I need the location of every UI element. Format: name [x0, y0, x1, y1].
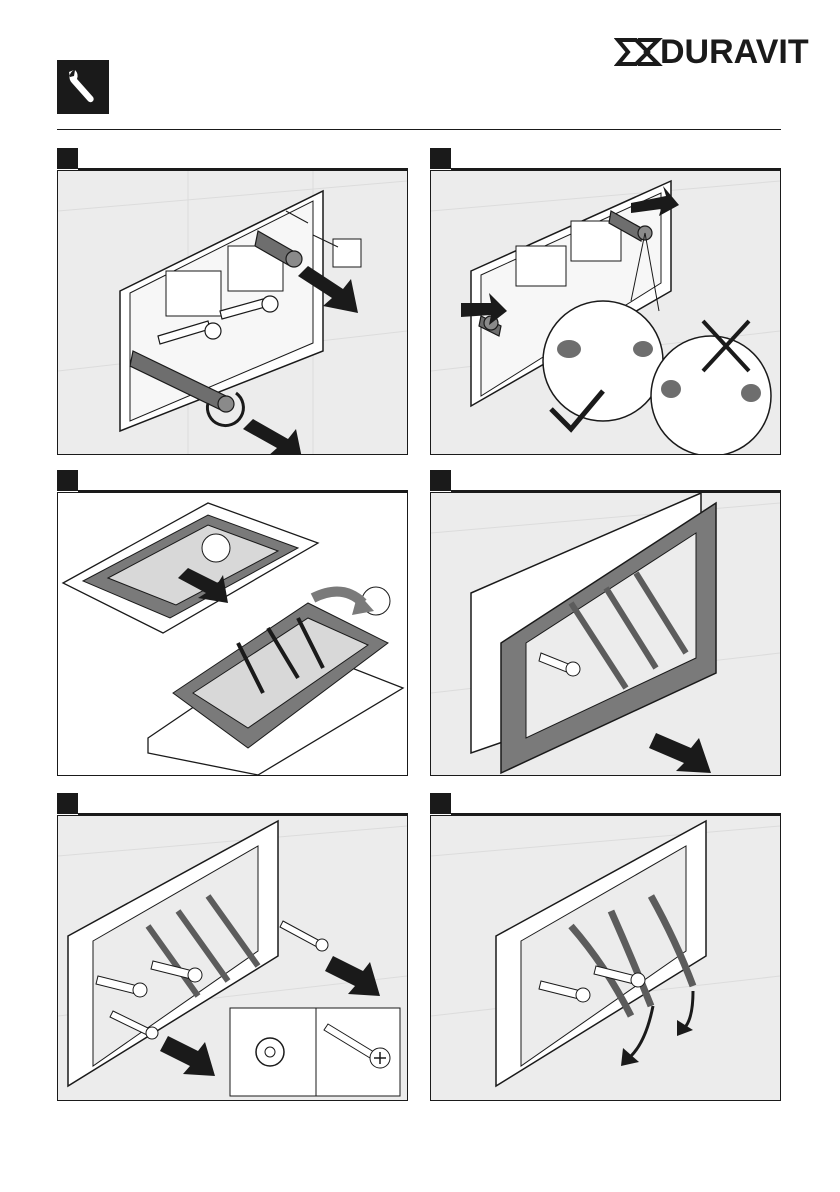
push-arrow — [243, 419, 303, 454]
step-3-callout-1 — [202, 534, 230, 562]
anchor-insert-illustration — [58, 171, 407, 454]
duravit-logo: DURAVIT — [614, 30, 814, 74]
step-2-panel — [430, 170, 781, 455]
step-number-badge — [430, 470, 451, 491]
frame-mount-illustration — [431, 493, 780, 775]
step-5-panel — [57, 815, 408, 1101]
step-4-panel — [430, 492, 781, 776]
anchor-orientation-check-illustration — [431, 171, 780, 454]
step-number-badge — [57, 793, 78, 814]
screw-upper — [280, 921, 328, 951]
frame-screw-illustration — [58, 816, 407, 1100]
wrench-icon — [57, 60, 109, 114]
detail-circle-correct — [543, 301, 663, 421]
frame-separation-illustration — [58, 493, 407, 775]
step-number-badge — [57, 470, 78, 491]
step-6-panel — [430, 815, 781, 1101]
tool-badge — [57, 60, 109, 114]
step-1-panel — [57, 170, 408, 455]
header-rule — [57, 129, 781, 130]
duravit-mark-icon — [614, 32, 664, 72]
washer-icon — [256, 1038, 284, 1066]
lever-fold-illustration — [431, 816, 780, 1100]
step-3-panel — [57, 492, 408, 776]
brand-name: DURAVIT — [660, 33, 809, 72]
step-number-badge — [57, 148, 78, 169]
step-number-badge — [430, 148, 451, 169]
step-number-badge — [430, 793, 451, 814]
notch-correct — [557, 340, 581, 358]
